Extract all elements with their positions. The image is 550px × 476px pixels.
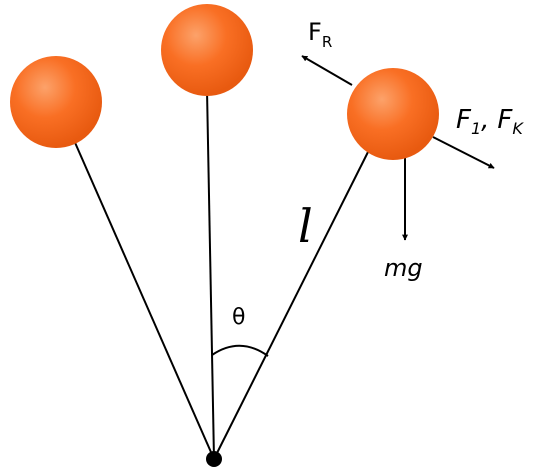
force-1-main: F	[456, 105, 472, 135]
string-left	[72, 137, 215, 460]
pivot-point	[206, 451, 222, 467]
force-r-main: F	[308, 18, 322, 46]
force-r-subscript: R	[322, 33, 332, 51]
force-r-label: FR	[308, 18, 332, 51]
length-label: l	[298, 199, 313, 253]
force-1k-arrow	[432, 136, 495, 169]
string-middle	[206, 89, 215, 460]
force-k-subscript: K	[512, 119, 524, 138]
force-1k-label: F1,FK	[456, 105, 524, 138]
force-1-subscript: 1	[471, 119, 481, 138]
ball-left	[10, 56, 102, 148]
force-k-main: F	[497, 105, 513, 135]
ball-right	[347, 68, 439, 160]
angle-label: θ	[232, 305, 245, 330]
angle-arc	[211, 344, 269, 357]
force-separator: ,	[481, 105, 489, 135]
weight-label: mg	[384, 254, 423, 282]
force-r-arrow	[301, 55, 353, 86]
ball-middle	[161, 4, 253, 96]
string-right	[213, 147, 371, 460]
